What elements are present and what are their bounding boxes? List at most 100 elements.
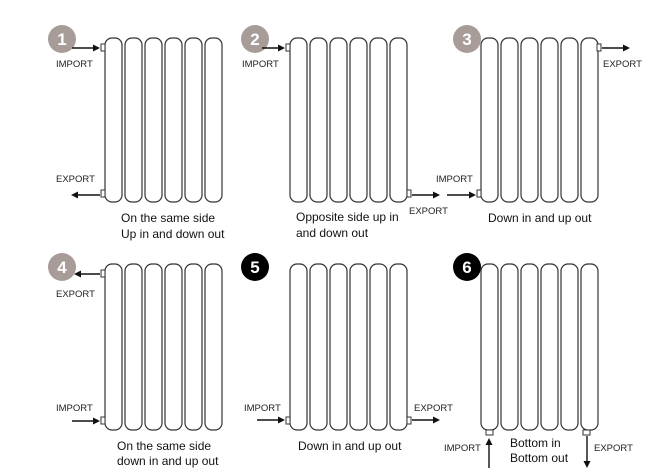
panel-5-badge (241, 253, 269, 281)
panel-5-import-arrow (257, 416, 285, 424)
panel-1-export-label: EXPORT (56, 174, 95, 185)
panel-4-radiator-column-3 (144, 263, 163, 431)
panel-5-bottom-right-port (406, 416, 412, 425)
panel-6-bottom-right-port (582, 429, 591, 436)
panel-5-export-arrow (412, 416, 440, 424)
panel-1-number: 1 (57, 30, 66, 49)
panel-5-caption-line-1: Down in and up out (298, 439, 402, 453)
panel-4-top-port (100, 269, 106, 278)
panel-1-import-arrow (72, 44, 100, 52)
panel-3-badge (453, 25, 481, 53)
panel-6-radiator-column-1 (480, 263, 499, 431)
panel-3-radiator-column-1 (480, 37, 499, 203)
panel-6-radiator-column-2 (500, 263, 519, 431)
panel-2-radiator-column-2 (309, 37, 328, 203)
panel-2-radiator (289, 37, 408, 203)
panel-2-number: 2 (250, 30, 259, 49)
panel-2-badge (241, 25, 269, 53)
panel-4-caption-line-1: On the same side (117, 439, 211, 453)
panel-1-import-label: IMPORT (56, 59, 93, 70)
panel-6-bottom-left-port (485, 429, 494, 436)
panel-3-export-label: EXPORT (603, 59, 642, 70)
panel-1-radiator-column-4 (164, 37, 183, 203)
panel-3-top-port (596, 43, 602, 52)
panel-4-caption-line-2: down in and up out (117, 454, 219, 468)
panel-1-bottom-port (100, 189, 106, 198)
panel-3-radiator-column-4 (540, 37, 559, 203)
panel-6-radiator-column-4 (540, 263, 559, 431)
panel-2: 2 IMPORT EXPORT Opposite side up in and … (241, 25, 448, 240)
panel-1: 1 IMPORT EXPORT On the same side Up in a… (48, 25, 225, 241)
panel-1-radiator (104, 37, 223, 203)
panel-4-radiator-column-1 (104, 263, 123, 431)
panel-6-caption-line-2: Bottom out (510, 451, 569, 465)
panel-2-export-label: EXPORT (409, 206, 448, 217)
panel-3-caption-line-1: Down in and up out (488, 211, 592, 225)
panel-4: 4 EXPORT IMPORT On the same side down in… (48, 253, 223, 468)
panel-5: 5 IMPORT EXPORT Down in and up out (241, 253, 453, 453)
panel-4-radiator-column-6 (204, 263, 223, 431)
panel-6-export-label: EXPORT (594, 443, 633, 454)
panel-3-number: 3 (462, 30, 471, 49)
panel-4-import-arrow (72, 417, 100, 425)
panel-5-number: 5 (250, 258, 259, 277)
panel-6-export-arrow (583, 436, 591, 468)
panel-3-export-arrow (602, 44, 630, 52)
panel-1-radiator-column-5 (184, 37, 203, 203)
panel-4-export-arrow (74, 270, 100, 278)
panel-6-caption-line-1: Bottom in (510, 436, 561, 450)
panel-3-radiator-column-5 (560, 37, 579, 203)
panel-2-import-arrow (262, 44, 285, 52)
panel-1-radiator-column-2 (124, 37, 143, 203)
panel-4-radiator-column-4 (164, 263, 183, 431)
panel-4-radiator-column-2 (124, 263, 143, 431)
panel-3-import-label: IMPORT (436, 174, 473, 185)
panel-5-radiator-column-1 (289, 263, 308, 431)
panel-1-top-port (100, 43, 106, 52)
panel-6-radiator-column-6 (580, 263, 599, 431)
panel-5-radiator-column-3 (329, 263, 348, 431)
panel-4-bottom-port (100, 416, 106, 425)
panel-2-radiator-column-6 (389, 37, 408, 203)
panel-2-top-port (285, 43, 291, 52)
panel-4-export-label: EXPORT (56, 289, 95, 300)
panel-2-radiator-column-4 (349, 37, 368, 203)
panel-6-radiator-column-3 (520, 263, 539, 431)
panel-6-import-label: IMPORT (444, 443, 481, 454)
panel-2-radiator-column-3 (329, 37, 348, 203)
panel-1-caption-line-2: Up in and down out (121, 227, 225, 241)
panel-2-radiator-column-1 (289, 37, 308, 203)
panel-3: 3 EXPORT IMPORT Down in and up out (436, 25, 642, 225)
panel-3-import-arrow (447, 191, 476, 199)
panel-2-caption-line-2: and down out (296, 226, 369, 240)
panel-2-bottom-port (406, 189, 412, 198)
panel-4-badge (48, 253, 76, 281)
panel-5-radiator-column-5 (369, 263, 388, 431)
panel-5-radiator-column-6 (389, 263, 408, 431)
panel-6: 6 IMPORT Bottom in Bottom out EXPORT (444, 253, 633, 468)
panel-4-number: 4 (57, 258, 67, 277)
panel-3-radiator (480, 37, 599, 203)
panel-5-import-label: IMPORT (244, 403, 281, 414)
panel-5-radiator (289, 263, 408, 431)
panel-4-radiator (104, 263, 223, 431)
panel-3-bottom-port (476, 189, 482, 198)
panel-6-radiator-column-5 (560, 263, 579, 431)
panel-6-badge (453, 253, 481, 281)
panel-2-export-arrow (412, 191, 440, 199)
panel-5-bottom-left-port (285, 416, 291, 425)
panel-6-number: 6 (462, 258, 471, 277)
panel-1-badge (48, 25, 76, 53)
panel-3-radiator-column-3 (520, 37, 539, 203)
panel-5-export-label: EXPORT (414, 403, 453, 414)
panel-1-export-arrow (71, 191, 100, 199)
panel-3-radiator-column-2 (500, 37, 519, 203)
panel-5-radiator-column-2 (309, 263, 328, 431)
panel-1-radiator-column-6 (204, 37, 223, 203)
panel-2-import-label: IMPORT (242, 59, 279, 70)
panel-4-radiator-column-5 (184, 263, 203, 431)
panel-1-radiator-column-1 (104, 37, 123, 203)
panel-6-import-arrow (485, 438, 493, 468)
panel-3-radiator-column-6 (580, 37, 599, 203)
